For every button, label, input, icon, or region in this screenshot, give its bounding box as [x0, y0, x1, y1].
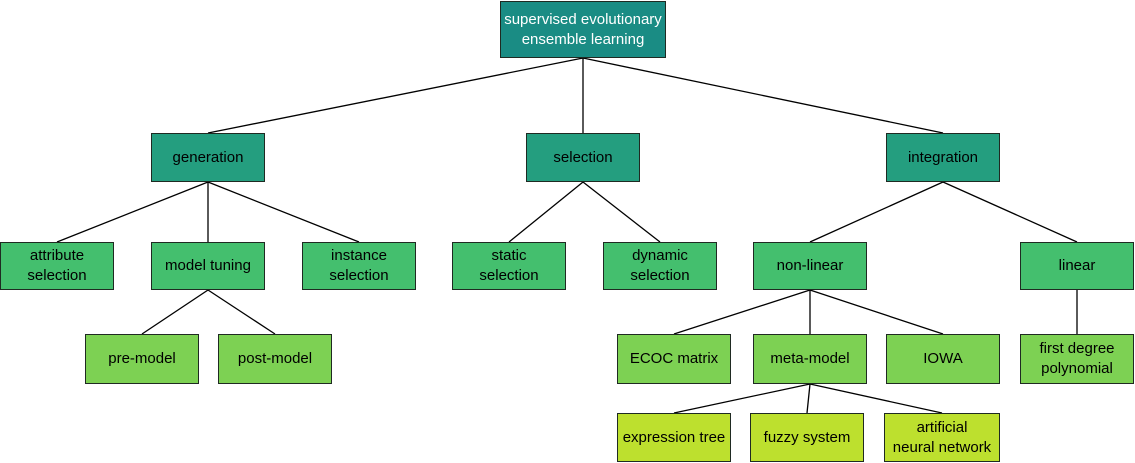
edge-root-generation	[207, 57, 584, 134]
edge-meta-ann	[809, 383, 943, 414]
node-supervised-evolutionary-ensemble-learning: supervised evolutionary ensemble learnin…	[500, 1, 666, 58]
node-expression-tree: expression tree	[617, 413, 731, 462]
node-post-model: post-model	[218, 334, 332, 384]
node-integration: integration	[886, 133, 1000, 182]
node-model-tuning: model tuning	[151, 242, 265, 290]
edge-integration-non-linear	[809, 181, 944, 243]
edge-integration-linear	[942, 181, 1078, 243]
node-instance-selection: instance selection	[302, 242, 416, 290]
edge-non-linear-ecoc	[673, 289, 811, 335]
node-non-linear: non-linear	[753, 242, 867, 290]
edge-selection-dynamic	[582, 181, 661, 243]
edge-root-integration	[582, 57, 944, 134]
node-linear: linear	[1020, 242, 1134, 290]
edge-generation-instance	[207, 181, 360, 243]
node-dynamic-selection: dynamic selection	[603, 242, 717, 290]
node-ecoc-matrix: ECOC matrix	[617, 334, 731, 384]
node-pre-model: pre-model	[85, 334, 199, 384]
node-artificial-neural-network: artificial neural network	[884, 413, 1000, 462]
edge-generation-attribute	[56, 181, 209, 243]
edge-meta-expression-tree	[673, 383, 811, 414]
node-static-selection: static selection	[452, 242, 566, 290]
node-first-degree-polynomial: first degree polynomial	[1020, 334, 1134, 384]
edge-model-tuning-post	[207, 289, 276, 335]
node-meta-model: meta-model	[753, 334, 867, 384]
node-generation: generation	[151, 133, 265, 182]
node-selection: selection	[526, 133, 640, 182]
edge-selection-static	[508, 181, 584, 243]
node-attribute-selection: attribute selection	[0, 242, 114, 290]
edge-meta-fuzzy	[806, 383, 811, 414]
node-iowa: IOWA	[886, 334, 1000, 384]
edge-non-linear-iowa	[809, 289, 944, 335]
node-fuzzy-system: fuzzy system	[750, 413, 864, 462]
edge-model-tuning-pre	[141, 289, 209, 335]
